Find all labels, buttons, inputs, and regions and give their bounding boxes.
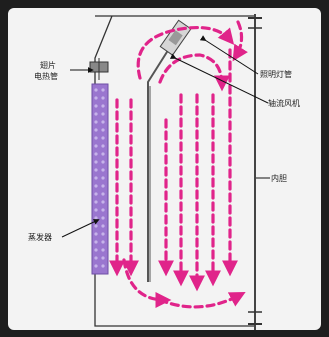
evaporator-fin-dot	[94, 144, 98, 148]
evaporator-fin-dot	[101, 136, 105, 140]
evaporator-fin-dot	[101, 176, 105, 180]
evaporator-fin-dot	[94, 208, 98, 212]
fin-heater-tube	[89, 58, 109, 80]
evaporator-fin-dot	[101, 216, 105, 220]
evaporator-fin-dot	[101, 184, 105, 188]
evaporator	[91, 83, 109, 275]
evaporator-fins	[94, 88, 105, 268]
inner-liner-wall	[248, 14, 262, 330]
evaporator-fin-dot	[94, 248, 98, 252]
evaporator-fin-dot	[94, 264, 98, 268]
evaporator-fin-dot	[94, 200, 98, 204]
label-axial-fan: 轴流风机	[268, 98, 300, 108]
evaporator-fin-dot	[94, 224, 98, 228]
evaporator-fin-dot	[94, 104, 98, 108]
evaporator-fin-dot	[94, 88, 98, 92]
label-light-tube: 照明灯管	[260, 69, 292, 79]
evaporator-fin-dot	[101, 96, 105, 100]
evaporator-fin-dot	[101, 160, 105, 164]
evaporator-fin-dot	[101, 192, 105, 196]
evaporator-fin-dot	[101, 120, 105, 124]
evaporator-fin-dot	[94, 216, 98, 220]
evaporator-fin-dot	[94, 256, 98, 260]
evaporator-fin-dot	[101, 248, 105, 252]
evaporator-fin-dot	[94, 240, 98, 244]
label-inner-liner: 内胆	[271, 173, 287, 183]
cabinet-outline	[94, 15, 256, 327]
evaporator-fin-dot	[94, 168, 98, 172]
evaporator-fin-dot	[101, 128, 105, 132]
evaporator-fin-dot	[94, 192, 98, 196]
evaporator-fin-dot	[94, 160, 98, 164]
evaporator-fin-dot	[101, 144, 105, 148]
evaporator-fin-dot	[101, 224, 105, 228]
evaporator-fin-dot	[94, 112, 98, 116]
evaporator-fin-dot	[94, 96, 98, 100]
evaporator-fin-dot	[101, 88, 105, 92]
evaporator-fin-dot	[101, 152, 105, 156]
evaporator-fin-dot	[101, 168, 105, 172]
leader-lines	[61, 35, 270, 238]
evaporator-fin-dot	[94, 128, 98, 132]
evaporator-fin-dot	[101, 264, 105, 268]
evaporator-fin-dot	[101, 232, 105, 236]
evaporator-fin-dot	[101, 104, 105, 108]
evaporator-fin-dot	[94, 184, 98, 188]
evaporator-fin-dot	[94, 152, 98, 156]
evaporator-fin-dot	[94, 232, 98, 236]
evaporator-fin-dot	[101, 200, 105, 204]
label-evaporator: 蒸发器	[28, 232, 52, 242]
label-heater-tube: 电热管	[34, 71, 58, 81]
evaporator-fin-dot	[101, 112, 105, 116]
evaporator-fin-dot	[101, 240, 105, 244]
airflow-arrows	[109, 20, 248, 309]
axial-fan	[159, 19, 192, 56]
evaporator-fin-dot	[94, 136, 98, 140]
evaporator-fin-dot	[94, 120, 98, 124]
evaporator-fin-dot	[101, 208, 105, 212]
evaporator-fin-dot	[101, 256, 105, 260]
evaporator-fin-dot	[94, 176, 98, 180]
center-partition	[147, 43, 173, 282]
label-fin: 翅片	[40, 60, 56, 70]
